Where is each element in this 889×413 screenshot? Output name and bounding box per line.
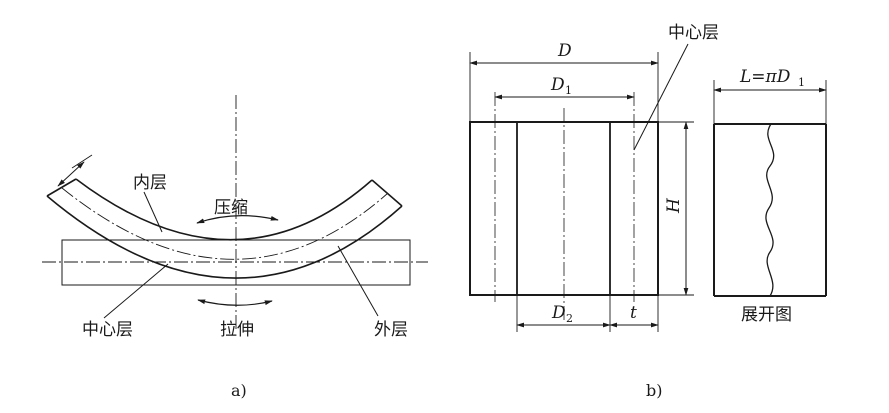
neutral-layer-leader (103, 263, 169, 319)
d2-label: D (551, 303, 566, 323)
bent-bar-neutral-arc (61, 187, 389, 260)
neutral-layer-label-a: 中心层 (82, 320, 133, 340)
inner-layer-label: 内层 (133, 173, 167, 193)
neutral-layer-leader-b (633, 43, 689, 151)
caption-a: a) (231, 381, 247, 400)
thickness-extension-1 (71, 154, 93, 169)
unfolded-view-label: 展开图 (741, 305, 792, 325)
unfold-break-line (765, 123, 775, 297)
h-label: H (664, 197, 684, 214)
stretching-arrow (197, 299, 273, 306)
inner-layer-leader (143, 191, 163, 233)
compression-arrow (196, 215, 279, 224)
bent-bar-inner-arc (75, 178, 373, 241)
d1-label: D (550, 75, 565, 95)
outer-layer-label: 外层 (374, 320, 408, 340)
d2-label-sub: 2 (566, 312, 573, 325)
bent-bar-outer-arc (46, 195, 403, 279)
compression-label: 压缩 (214, 198, 248, 218)
t-label: t (630, 303, 637, 323)
d1-label-sub: 1 (565, 84, 572, 97)
outer-layer-leader (337, 245, 379, 317)
thickness-dimension-line (57, 161, 85, 187)
unfold-formula-sub: 1 (798, 76, 805, 89)
panel-b (469, 43, 827, 332)
caption-b: b) (646, 381, 662, 400)
neutral-layer-label-b: 中心层 (668, 23, 719, 43)
d-label: D (557, 41, 572, 61)
bent-bar-left-end (46, 178, 77, 197)
panel-a (42, 95, 428, 330)
bent-bar-right-end (371, 179, 403, 207)
unfold-formula-label: L=πD (739, 67, 791, 87)
stretching-label: 拉伸 (220, 320, 254, 340)
